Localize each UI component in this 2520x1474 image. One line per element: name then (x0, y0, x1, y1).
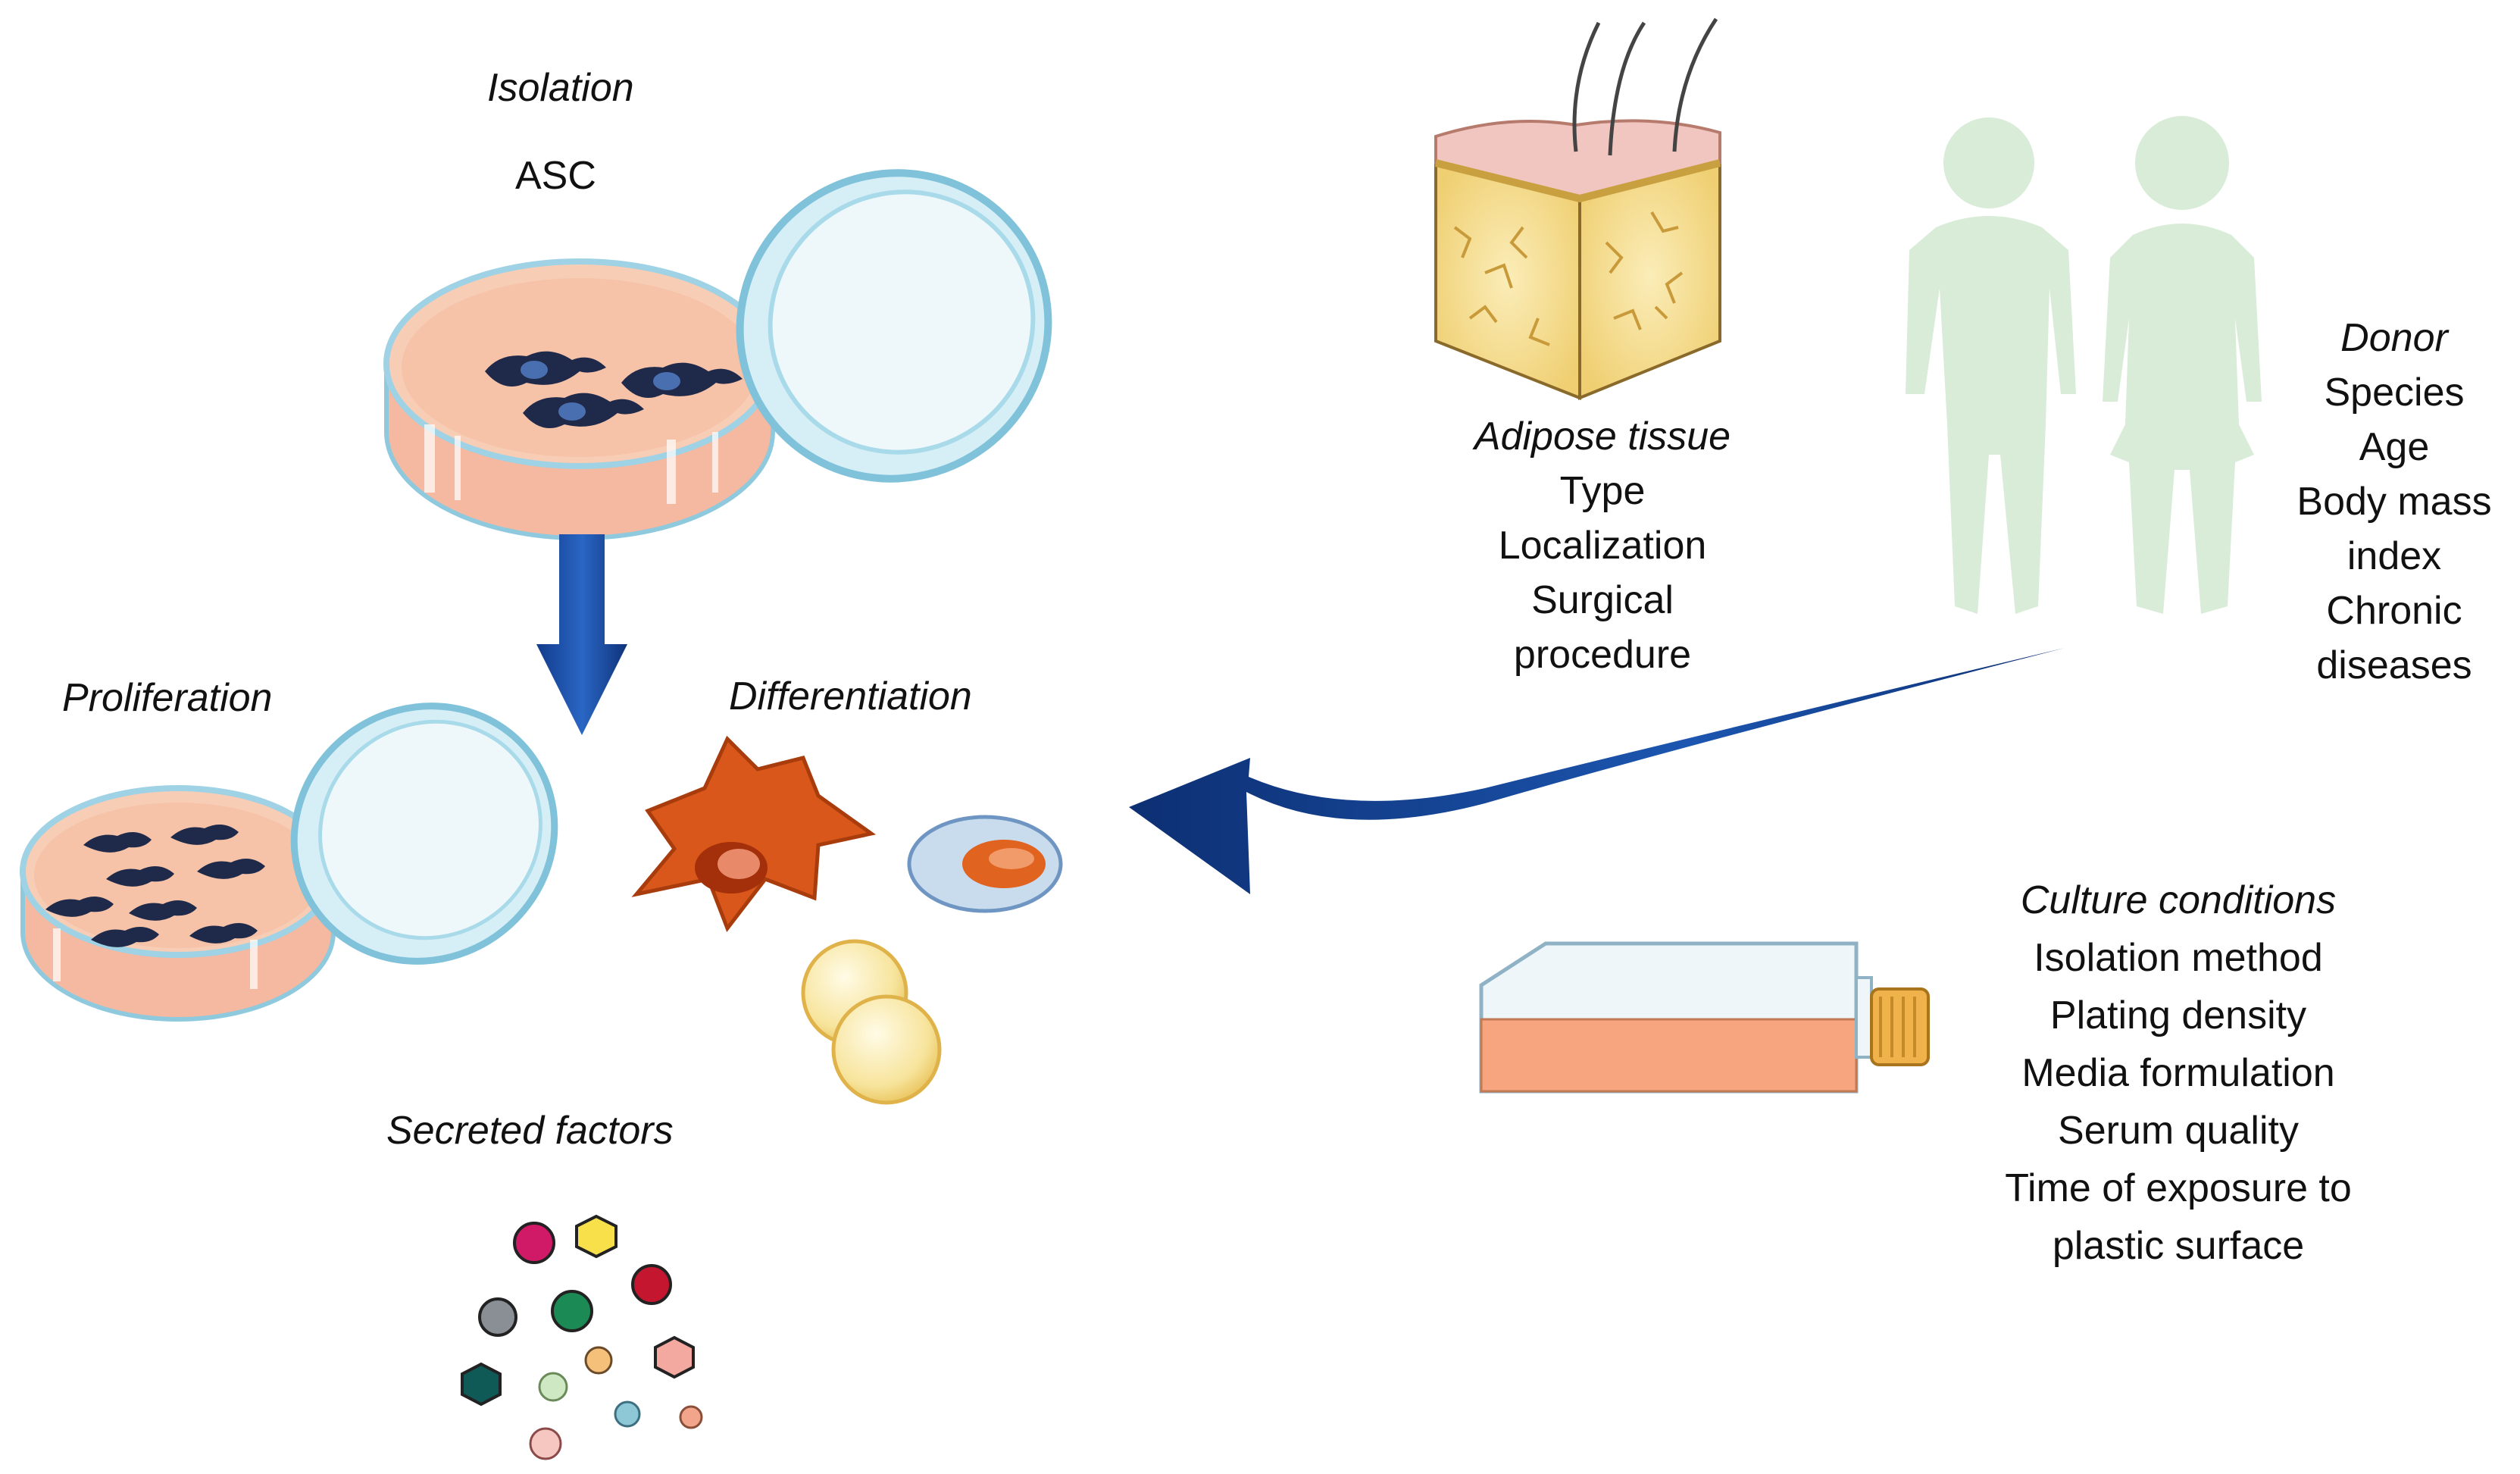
adipose-item: Surgical (1531, 578, 1674, 622)
isolation-cells (485, 351, 743, 428)
secreted-factor-particles (461, 1214, 703, 1460)
adipose-item: procedure (1513, 633, 1692, 677)
adipocyte-cells (801, 939, 942, 1105)
culture-conditions-factors: Culture conditions Isolation method Plat… (1924, 872, 2432, 1275)
culture-flask (1479, 941, 1930, 1094)
proliferation-petri-lid (290, 703, 558, 965)
culture-item: Plating density (2049, 994, 2307, 1037)
label-differentiation: Differentiation (729, 674, 972, 718)
donor-silhouettes (1906, 116, 2262, 614)
osteocyte-cell (631, 735, 877, 933)
curved-arrow (1129, 648, 2065, 894)
donor-item: index (2346, 534, 2442, 578)
culture-item: Isolation method (2034, 936, 2323, 980)
label-proliferation: Proliferation (62, 676, 273, 720)
adipose-tissue-block (1434, 17, 1721, 400)
label-secreted-factors: Secreted factors (386, 1109, 674, 1153)
adipose-item: Localization (1498, 524, 1707, 568)
donor-item: Age (2359, 425, 2430, 469)
adipose-item: Type (1559, 469, 1646, 513)
culture-item: Media formulation (2021, 1051, 2335, 1095)
isolation-petri-lid (736, 169, 1052, 483)
adipose-tissue-factors: Adipose tissue Type Localization Surgica… (1417, 409, 1788, 682)
donor-factors: Donor Species Age Body mass index Chroni… (2265, 311, 2520, 693)
isolation-petri-dish (383, 258, 776, 540)
proliferation-cells (45, 825, 265, 947)
label-isolation: Isolation (487, 66, 634, 110)
donor-item: Body mass (2296, 480, 2492, 524)
adipose-tissue-title: Adipose tissue (1474, 415, 1731, 458)
culture-item: Time of exposure to (2005, 1166, 2352, 1210)
donor-title: Donor (2340, 316, 2448, 360)
donor-item: Chronic (2326, 589, 2462, 633)
down-arrow (536, 534, 627, 735)
chondrocyte-dish (907, 815, 1063, 913)
donor-item: diseases (2316, 643, 2472, 687)
culture-item: plastic surface (2052, 1224, 2305, 1268)
donor-item: Species (2324, 371, 2465, 415)
label-asc: ASC (515, 154, 596, 198)
culture-conditions-title: Culture conditions (2020, 878, 2337, 922)
culture-item: Serum quality (2058, 1109, 2299, 1153)
